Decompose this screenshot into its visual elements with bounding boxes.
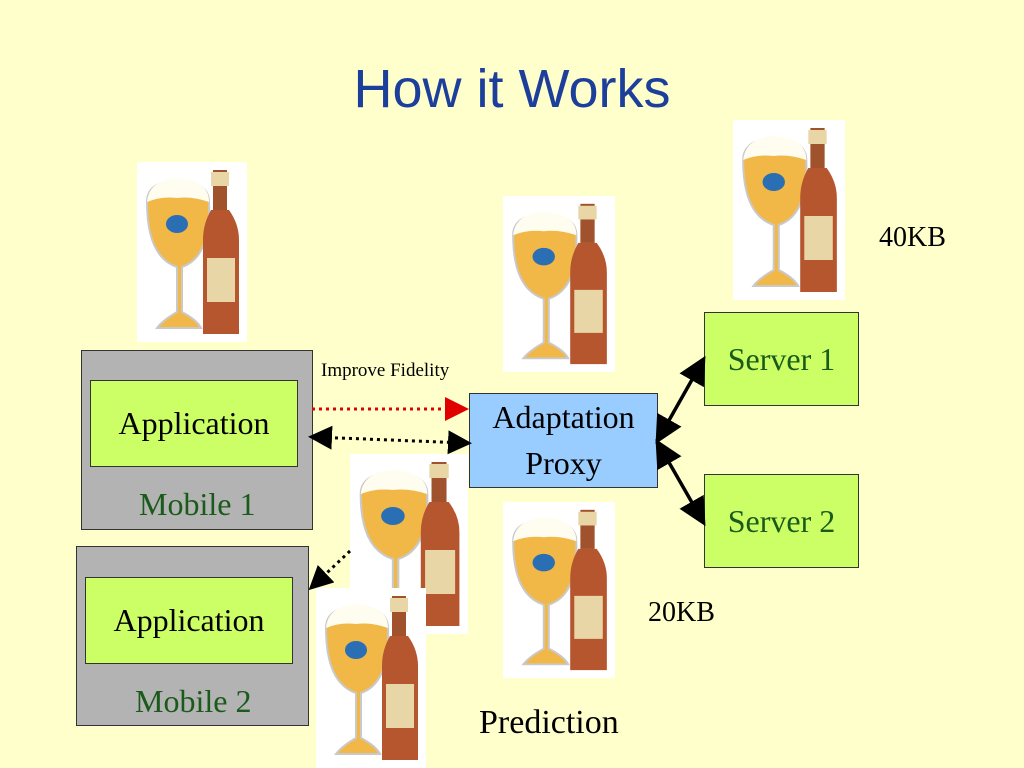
mobile-2-application-label: Application: [113, 602, 265, 638]
proxy-server2-arrow: [655, 438, 706, 527]
server-2-label: Server 2: [727, 502, 836, 539]
beer-glass-and-bottle-icon: [512, 509, 607, 671]
size-20kb-label: 20KB: [648, 597, 715, 628]
mobile-2-label: Mobile 2: [135, 683, 252, 719]
beer-glass-and-bottle-icon: [324, 596, 418, 760]
beer-image-mobile-back: [350, 454, 468, 634]
mobile-2-application-box[interactable]: Application: [85, 577, 293, 664]
server-1-label: Server 1: [727, 340, 836, 377]
proxy-server1-arrow: [655, 355, 706, 445]
mobile1-proxy-arrow: [308, 425, 472, 455]
proxy-mobile2-arrow: [308, 549, 352, 591]
beer-glass-and-bottle-icon: [359, 462, 460, 626]
mobile-1-application-label: Application: [118, 405, 270, 441]
improve-fidelity-label: Improve Fidelity: [321, 360, 450, 381]
server-1-box[interactable]: Server 1: [704, 312, 859, 406]
adaptation-proxy-box[interactable]: Adaptation Proxy: [469, 393, 658, 488]
beer-glass-and-bottle-icon: [145, 170, 239, 334]
beer-glass-and-bottle-icon: [512, 203, 607, 365]
proxy-label-line1: Adaptation: [492, 399, 635, 435]
prediction-label: Prediction: [479, 704, 619, 741]
mobile-1-application-box[interactable]: Application: [90, 380, 298, 467]
mobile-1-label: Mobile 1: [139, 486, 256, 522]
beer-image-proxy-bottom: [503, 502, 615, 678]
beer-image-mobile-front: [316, 588, 426, 768]
beer-glass-and-bottle-icon: [742, 128, 837, 292]
mobile-2-device: Application Mobile 2: [76, 546, 309, 726]
slide-title: How it Works: [353, 59, 671, 119]
beer-image-top-left: [137, 162, 247, 342]
beer-image-proxy-top: [503, 196, 615, 372]
mobile-1-device: Application Mobile 1: [81, 350, 313, 530]
proxy-label-line2: Proxy: [525, 445, 602, 481]
server-2-box[interactable]: Server 2: [704, 474, 859, 568]
beer-image-server-top: [733, 120, 845, 300]
size-40kb-label: 40KB: [879, 222, 946, 253]
